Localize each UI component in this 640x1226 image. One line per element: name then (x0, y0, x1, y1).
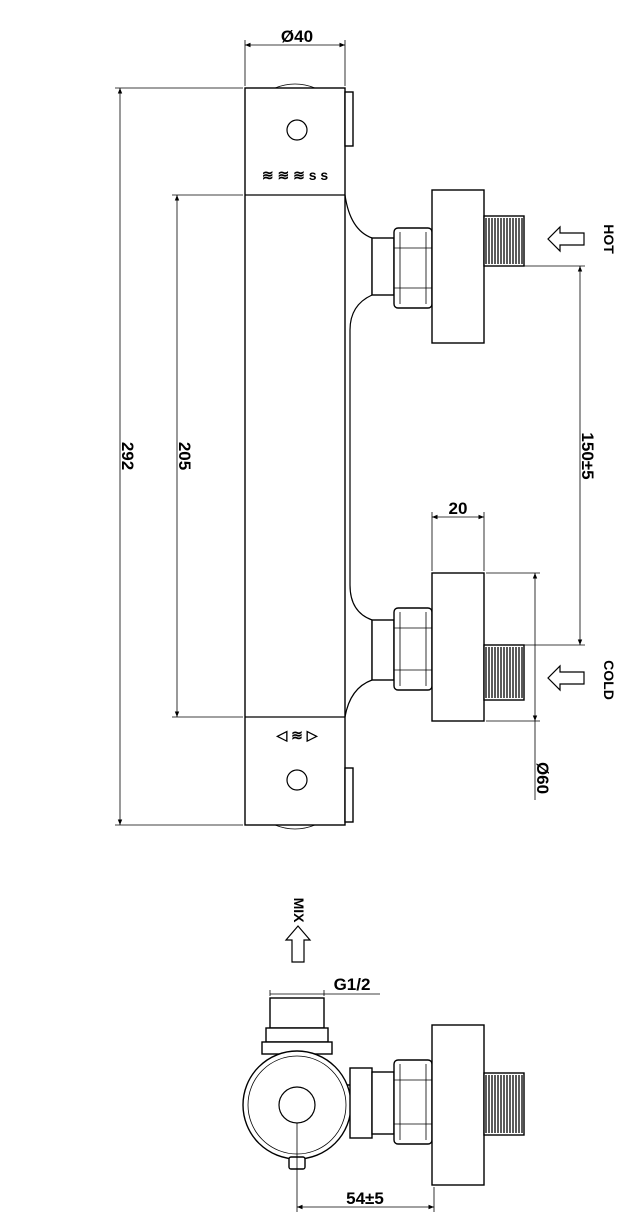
hot-flow-arrow (547, 225, 585, 253)
dimension-offset: 54±5 (296, 1123, 435, 1212)
hot-label: HOT (601, 224, 617, 254)
svg-text:Ø40: Ø40 (281, 27, 313, 46)
dimension-flange-diameter: Ø60 (486, 572, 552, 800)
svg-text:150±5: 150±5 (578, 432, 597, 479)
svg-text:292: 292 (118, 442, 137, 470)
dimension-inlet-spacing: 150±5 (524, 265, 597, 646)
dimension-inner-length: 205 (172, 194, 243, 718)
dimension-overall-length: 292 (115, 87, 243, 826)
svg-text:20: 20 (449, 499, 468, 518)
hot-inlet-thread (483, 215, 525, 267)
svg-text:G1/2: G1/2 (334, 975, 371, 994)
cold-label: COLD (601, 660, 617, 700)
mix-flow-arrow (284, 925, 312, 963)
cold-inlet-fitting (371, 572, 525, 722)
mix-label: MIX (291, 898, 307, 924)
flow-symbol-marking: ◁ ≋ ▷ (275, 727, 318, 743)
svg-text:54±5: 54±5 (346, 1189, 384, 1208)
temperature-scale-marking: ≋ ≋ ≋ s s (262, 167, 329, 183)
dimension-outlet-thread: G1/2 (269, 975, 380, 996)
svg-text:Ø60: Ø60 (533, 762, 552, 794)
cold-flow-arrow (547, 664, 585, 692)
dimension-flange-depth: 20 (431, 499, 485, 571)
cold-inlet-thread (483, 644, 525, 701)
bottom-screw-hole (286, 769, 308, 791)
valve-body-side-view (244, 83, 354, 830)
svg-text:205: 205 (175, 442, 194, 470)
hot-inlet-fitting (371, 189, 525, 344)
top-screw-hole (286, 119, 308, 141)
end-view-inlet-thread (483, 1072, 525, 1136)
valve-end-view (242, 997, 525, 1186)
dimension-top-diameter: Ø40 (244, 27, 346, 86)
